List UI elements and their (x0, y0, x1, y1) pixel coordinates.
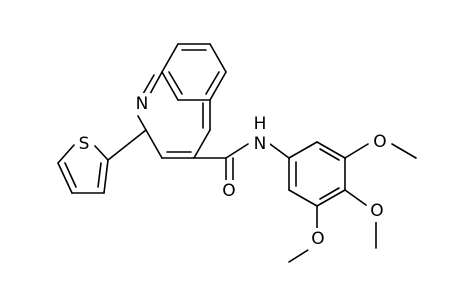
bond (145, 129, 163, 159)
atom-n-quinoline: N (136, 94, 149, 114)
bond (209, 43, 227, 73)
bond (168, 71, 183, 95)
bond (57, 144, 75, 164)
bond (103, 159, 109, 194)
atom-n-amide: N (254, 134, 267, 154)
bond (142, 74, 155, 95)
bond (57, 162, 73, 194)
bond (161, 71, 179, 101)
atom-o-methoxy-mid: O (370, 201, 383, 221)
atom-bg (220, 180, 238, 202)
bond (205, 71, 220, 95)
bond (288, 189, 318, 207)
bond (316, 189, 346, 207)
bond (391, 143, 417, 159)
bond (209, 71, 227, 101)
atom-labels: N S O H N O O O (75, 93, 390, 250)
bonds (57, 43, 417, 263)
bond (344, 189, 367, 206)
bond (319, 148, 340, 161)
atom-o-methoxy-top: O (373, 132, 386, 152)
bond (225, 143, 249, 159)
bond (149, 71, 163, 95)
atom-bg (367, 200, 387, 222)
bond (193, 129, 211, 159)
bond (94, 145, 109, 161)
bond (161, 43, 179, 73)
atom-h-amide: H (254, 114, 267, 134)
atom-bg (75, 133, 93, 155)
atom-bg (250, 116, 270, 156)
atom-o-carbonyl: O (222, 181, 235, 201)
atom-bg (133, 93, 151, 115)
bond (137, 115, 147, 131)
bond (107, 129, 147, 161)
atom-bg (370, 131, 390, 153)
bond (288, 141, 318, 159)
atom-o-methoxy-bottom: O (311, 229, 324, 249)
atom-bg (308, 228, 328, 250)
bond (319, 187, 340, 200)
bond (288, 249, 309, 263)
bond (97, 162, 102, 188)
atom-s-thiophene: S (79, 134, 90, 154)
bond (269, 143, 290, 159)
bond (344, 143, 369, 159)
bond (316, 141, 346, 159)
bond (64, 162, 77, 188)
